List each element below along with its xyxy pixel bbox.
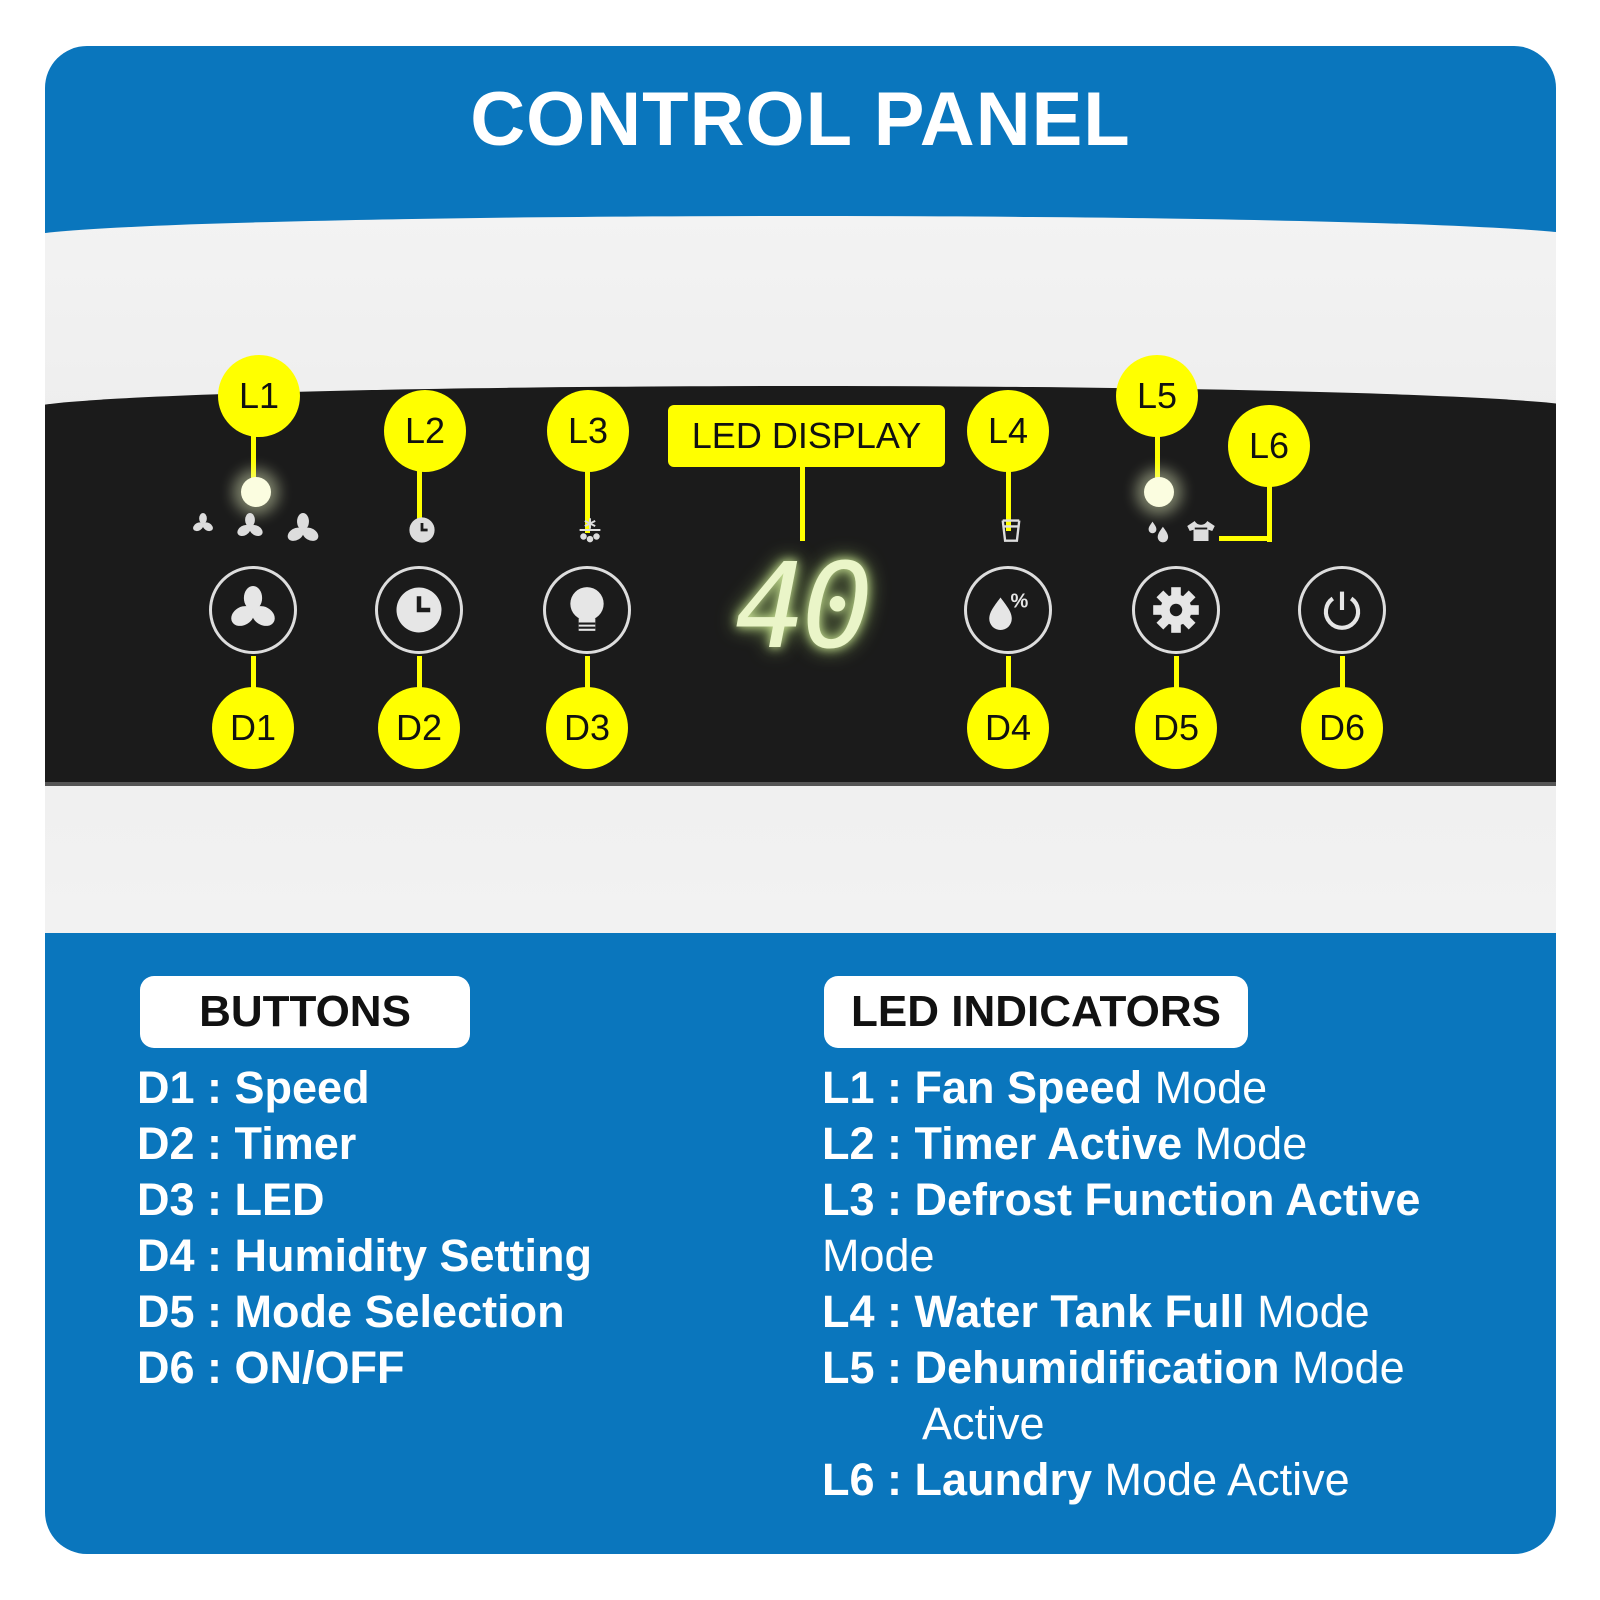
mode-selection-button[interactable] — [1132, 566, 1220, 654]
badge-d5: D5 — [1135, 687, 1217, 769]
timer-small-icon — [408, 516, 436, 544]
badge-d4: D4 — [967, 687, 1049, 769]
led-display-value: 40 — [734, 537, 873, 675]
item-suffix: Mode — [822, 1230, 935, 1281]
page-title: CONTROL PANEL — [470, 77, 1131, 162]
buttons-heading: BUTTONS — [140, 976, 470, 1048]
connector — [1219, 536, 1272, 541]
item-key: L4 : Water Tank Full — [822, 1286, 1245, 1337]
fan-icon — [231, 586, 275, 626]
fan-small-icon — [193, 513, 213, 532]
control-panel-card: CONTROL PANEL % LED DISPLAY L1 L2 L3 — [45, 46, 1556, 1554]
list-item: D2 : Timer — [137, 1118, 357, 1169]
item-key: L5 : Dehumidification — [822, 1342, 1280, 1393]
fan-medium-icon — [237, 513, 263, 537]
item-suffix: Mode — [1154, 1062, 1268, 1113]
list-item: L4 : Water Tank Full Mode — [822, 1284, 1420, 1340]
led-button[interactable] — [543, 566, 631, 654]
connector — [800, 461, 805, 541]
badge-d1: D1 — [212, 687, 294, 769]
humidity-drop-percent-icon: % — [989, 591, 1029, 630]
badge-d2: D2 — [378, 687, 460, 769]
gear-icon — [1153, 587, 1199, 633]
list-item: D6 : ON/OFF — [137, 1342, 405, 1393]
bulb-icon — [570, 587, 604, 631]
badge-l2: L2 — [384, 390, 466, 472]
item-key: L1 : Fan Speed — [822, 1062, 1143, 1113]
badge-l6: L6 — [1228, 405, 1310, 487]
list-item: D4 : Humidity Setting — [137, 1230, 593, 1281]
item-suffix: Mode — [1194, 1118, 1308, 1169]
list-item: D1 : Speed — [137, 1062, 370, 1113]
water-tank-icon — [999, 517, 1023, 543]
power-button[interactable] — [1298, 566, 1386, 654]
power-icon — [1323, 591, 1361, 630]
humidity-setting-button[interactable]: % — [964, 566, 1052, 654]
item-suffix: Mode — [1292, 1342, 1405, 1393]
connector — [585, 471, 590, 533]
list-item: L6 : Laundry Mode Active — [822, 1452, 1420, 1508]
badge-d3: D3 — [546, 687, 628, 769]
item-suffix: Mode — [1257, 1286, 1370, 1337]
connector — [251, 436, 256, 498]
badge-d6: D6 — [1301, 687, 1383, 769]
connector — [1006, 471, 1011, 531]
led-l5-lit — [1144, 477, 1174, 507]
connector — [1267, 486, 1272, 542]
fan-large-icon — [287, 513, 319, 541]
list-item: D5 : Mode Selection — [137, 1286, 565, 1337]
list-item: L1 : Fan Speed Mode — [822, 1060, 1420, 1116]
dehumidify-drops-icon — [1148, 521, 1169, 543]
badge-l1: L1 — [218, 355, 300, 437]
item-key: L2 : Timer Active — [822, 1118, 1183, 1169]
l5-l6-icons — [1146, 519, 1216, 545]
item-key: L6 : Laundry — [822, 1454, 1093, 1505]
buttons-list: D1 : Speed D2 : Timer D3 : LED D4 : Humi… — [137, 1060, 592, 1396]
defrost-icon — [577, 517, 603, 543]
badge-l3: L3 — [547, 390, 629, 472]
item-suffix: Mode Active — [1104, 1454, 1350, 1505]
item-suffix-line2: Active — [922, 1398, 1045, 1449]
item-key: L3 : Defrost Function Active — [822, 1174, 1421, 1225]
timer-button[interactable] — [375, 566, 463, 654]
list-item: D3 : LED — [137, 1174, 325, 1225]
led-display-label: LED DISPLAY — [668, 405, 945, 467]
led-l1-lit — [241, 477, 271, 507]
svg-text:%: % — [1011, 591, 1029, 613]
speed-button[interactable] — [209, 566, 297, 654]
led-indicators-list: L1 : Fan Speed Mode L2 : Timer Active Mo… — [822, 1060, 1420, 1508]
badge-l4: L4 — [967, 390, 1049, 472]
clock-icon — [396, 587, 442, 633]
fan-speed-icons — [192, 513, 320, 547]
connector — [1155, 436, 1160, 492]
led-indicators-heading: LED INDICATORS — [824, 976, 1248, 1048]
badge-l5: L5 — [1116, 355, 1198, 437]
laundry-shirt-icon — [1187, 521, 1215, 541]
list-item: L2 : Timer Active Mode — [822, 1116, 1420, 1172]
connector — [417, 471, 422, 537]
